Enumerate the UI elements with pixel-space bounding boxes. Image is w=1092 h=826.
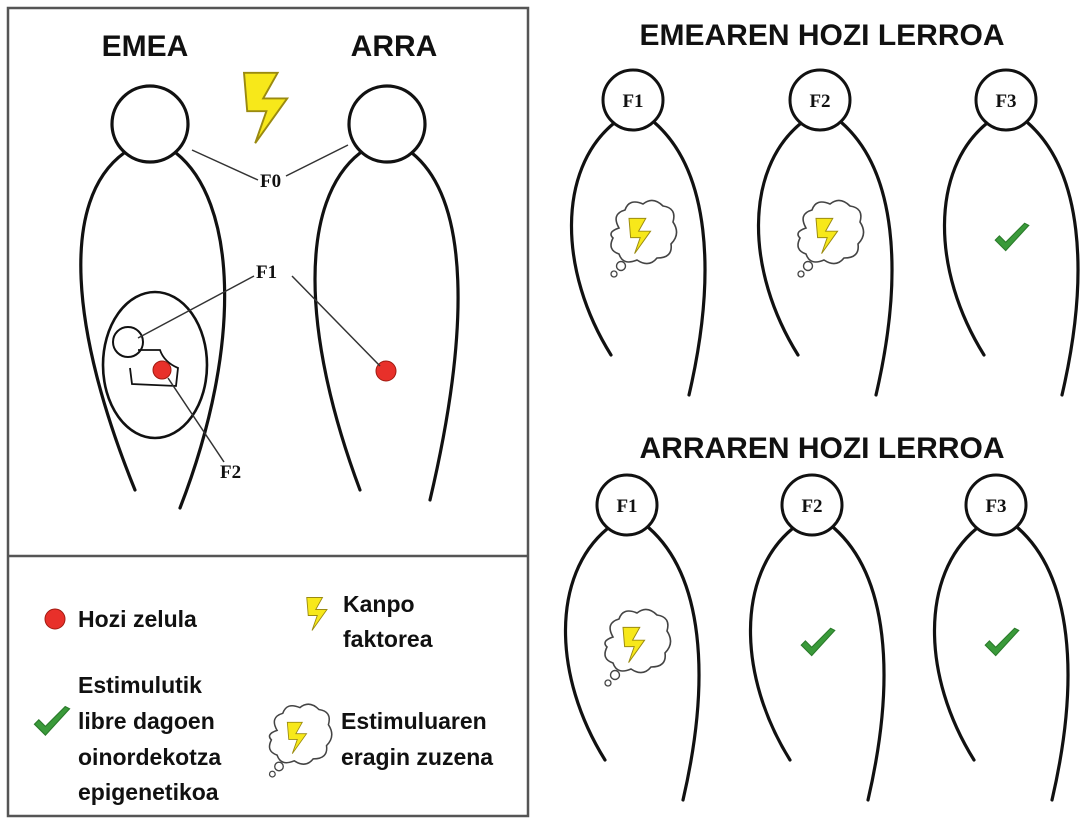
label-f0: F0 <box>260 171 281 192</box>
female-line-f1-label: F1 <box>622 91 643 112</box>
thought-cloud-icon <box>611 200 677 277</box>
male-line-f3-label: F3 <box>985 496 1006 517</box>
male-line-figure-f3: F3 <box>934 475 1067 800</box>
legend-free-line1: Estimulutik <box>78 672 202 698</box>
male-line-f2-label: F2 <box>801 496 822 517</box>
male-title: ARRA <box>351 30 438 63</box>
legend-check-icon <box>34 707 69 736</box>
male-line-figure-f2: F2 <box>750 475 883 800</box>
thought-cloud-icon <box>798 200 864 277</box>
female-figure <box>81 86 225 508</box>
male-line-figure-f1: F1 <box>565 475 698 800</box>
lightning-icon-parent <box>244 73 287 143</box>
legend-external-factor-line1: Kanpo <box>343 591 415 617</box>
legend-external-factor-line2: faktorea <box>343 626 433 652</box>
legend-thought-cloud-icon <box>270 704 332 777</box>
label-f2: F2 <box>220 462 241 483</box>
female-line-figure-f1: F1 <box>571 70 704 395</box>
female-line-f2-label: F2 <box>809 91 830 112</box>
female-line-f3-label: F3 <box>995 91 1016 112</box>
legend-germ-cell-label: Hozi zelula <box>78 606 197 632</box>
legend-direct-line2: eragin zuzena <box>341 744 493 770</box>
check-icon <box>995 223 1029 250</box>
legend: Hozi zelula Kanpo faktorea Estimulutik l… <box>34 591 493 805</box>
male-line-title: ARRAREN HOZI LERROA <box>640 432 1005 465</box>
male-figure <box>315 86 458 500</box>
check-icon <box>985 628 1019 655</box>
female-line-title: EMEAREN HOZI LERROA <box>639 19 1004 52</box>
female-title: EMEA <box>102 30 189 63</box>
legend-free-line2: libre dagoen <box>78 708 215 734</box>
germ-cell-female <box>153 361 171 379</box>
thought-cloud-icon <box>605 609 671 686</box>
legend-direct-line1: Estimuluaren <box>341 708 487 734</box>
legend-germ-cell-icon <box>45 609 65 629</box>
female-line-figure-f2: F2 <box>758 70 891 395</box>
legend-free-line3: oinordekotza <box>78 744 221 770</box>
legend-lightning-icon <box>307 598 327 631</box>
check-icon <box>801 628 835 655</box>
label-f1: F1 <box>256 262 277 283</box>
legend-free-line4: epigenetikoa <box>78 779 219 805</box>
female-line-figure-f3: F3 <box>944 70 1077 395</box>
male-line-f1-label: F1 <box>616 496 637 517</box>
